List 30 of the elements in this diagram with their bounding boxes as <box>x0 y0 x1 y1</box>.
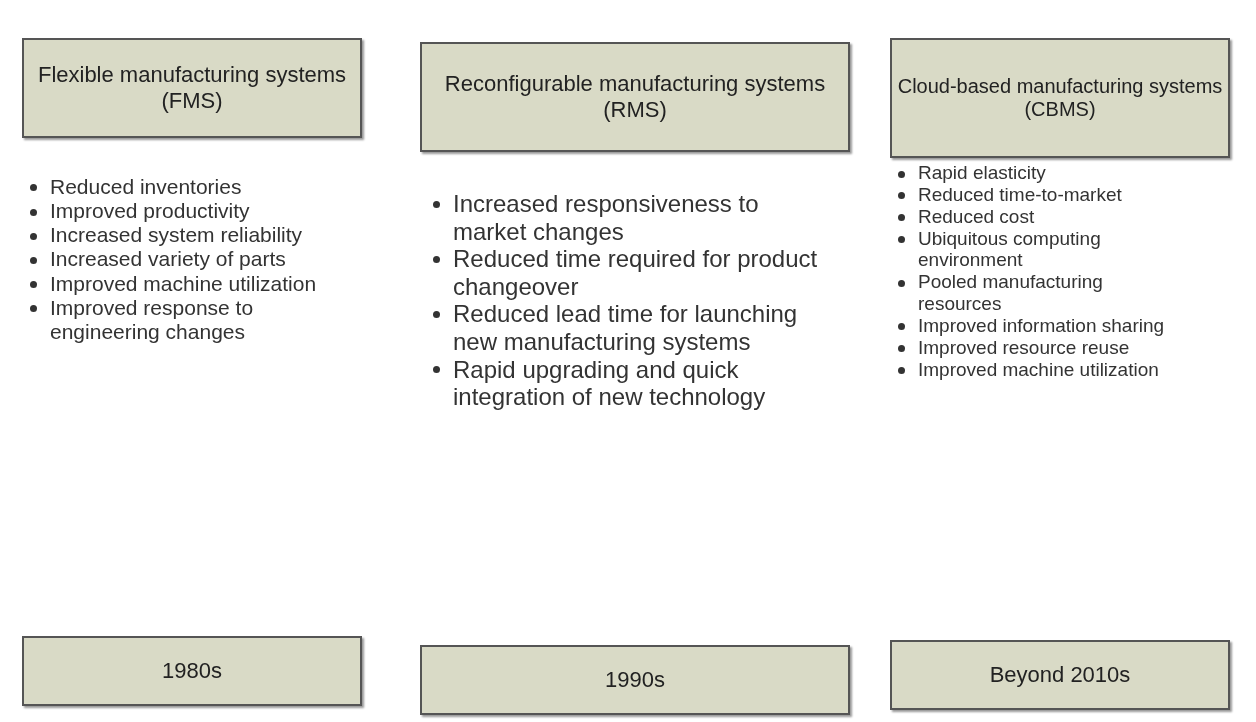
era-box <box>890 640 1230 710</box>
bullet-text: Rapid elasticity <box>918 162 1046 183</box>
system-title: Cloud-based manufacturing systems (CBMS) <box>896 75 1224 121</box>
system-box <box>22 38 362 138</box>
system-box <box>420 42 850 152</box>
bullet-text: Reduced cost <box>918 205 1035 227</box>
era-label: Beyond 2010s <box>989 662 1131 688</box>
bullet-text: Reduced inventories <box>50 175 242 198</box>
bullet-text: Improved response to engineering changes <box>50 295 254 343</box>
bullet-text: Improved productivity <box>50 199 250 223</box>
era-box <box>420 645 850 715</box>
era-label: 1980s <box>162 658 222 684</box>
bullet-text: Improved machine utilization <box>918 358 1159 380</box>
bullet-text: Increased system reliability <box>50 223 303 247</box>
bullet-text: Reduced time-to-market <box>918 183 1122 205</box>
bullet-text: Increased responsiveness to market changes <box>453 190 759 245</box>
era-label: 1990s <box>605 667 665 693</box>
bullet-text: Rapid upgrading and quick integration of new technology <box>453 355 766 411</box>
bullet-text: Increased variety of parts <box>50 247 286 271</box>
system-box <box>890 38 1230 158</box>
bullet-text: Reduced lead time for launching new manufacturing systems <box>453 300 798 355</box>
system-title: Flexible manufacturing systems (FMS) <box>36 62 348 114</box>
bullet-text: Improved information sharing <box>918 314 1165 336</box>
system-title: Reconfigurable manufacturing systems (RMS) <box>443 71 827 123</box>
bullet-text: Reduced time required for product changeover <box>453 245 818 300</box>
bullet-text: Pooled manufacturing resources <box>918 271 1103 315</box>
bullet-text: Improved machine utilization <box>50 271 317 295</box>
bullet-text: Ubiquitous computing environment <box>918 227 1101 271</box>
era-box <box>22 636 362 706</box>
bullet-text: Improved resource reuse <box>918 336 1130 358</box>
